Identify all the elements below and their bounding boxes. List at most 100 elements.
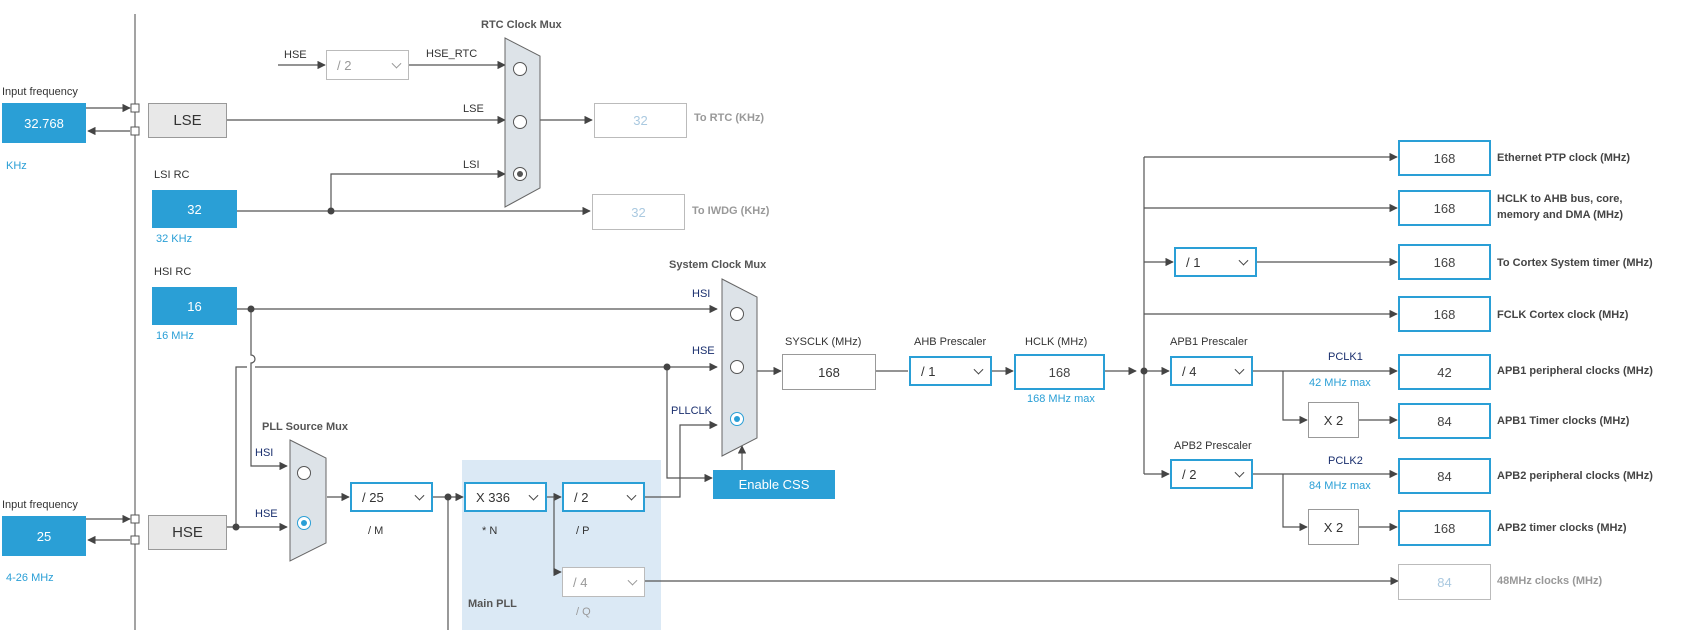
apb1-prescaler-value: / 4 bbox=[1182, 363, 1197, 379]
to-rtc-value: 32 bbox=[594, 103, 687, 138]
chevron-down-icon bbox=[626, 490, 637, 501]
rtc-mux-hse-radio[interactable] bbox=[513, 62, 527, 76]
usb-48mhz-label: 48MHz clocks (MHz) bbox=[1497, 575, 1603, 587]
lsi-rc-label: LSI RC bbox=[154, 169, 190, 181]
pll-source-hse-radio[interactable] bbox=[297, 516, 311, 530]
chevron-down-icon bbox=[414, 490, 425, 501]
enable-css-button[interactable]: Enable CSS bbox=[713, 470, 835, 499]
hsi-rc-field[interactable]: 16 bbox=[152, 287, 237, 325]
lse-unit: KHz bbox=[6, 160, 27, 172]
chevron-down-icon bbox=[528, 490, 539, 501]
pll-p-divider-select[interactable]: / 2 bbox=[562, 482, 645, 512]
pll-q-divider-select[interactable]: / 4 bbox=[562, 567, 645, 597]
hsi-rc-note: 16 MHz bbox=[156, 330, 194, 342]
pclk1-label: PCLK1 bbox=[1328, 351, 1363, 363]
sysmux-hsi-radio[interactable] bbox=[730, 307, 744, 321]
chevron-down-icon bbox=[1234, 467, 1245, 478]
hclk-field[interactable]: 168 bbox=[1014, 354, 1105, 390]
cortex-timer-divider-select[interactable]: / 1 bbox=[1174, 247, 1257, 277]
chevron-down-icon bbox=[973, 364, 984, 375]
apb2-prescaler-label: APB2 Prescaler bbox=[1174, 440, 1252, 452]
pclk1-max: 42 MHz max bbox=[1309, 377, 1371, 389]
lsi-rc-note: 32 KHz bbox=[156, 233, 193, 245]
apb1-timer-field[interactable]: 84 bbox=[1398, 403, 1491, 439]
hclk-ahb-label-line1: HCLK to AHB bus, core, bbox=[1497, 193, 1623, 205]
lse-input-field[interactable]: 32.768 bbox=[2, 103, 86, 143]
apb2-prescaler-value: / 2 bbox=[1182, 466, 1197, 482]
apb2-timer-multiplier: X 2 bbox=[1308, 509, 1359, 545]
pll-source-mux-shape bbox=[289, 439, 327, 562]
cortex-system-timer-label: To Cortex System timer (MHz) bbox=[1497, 257, 1653, 269]
pll-p-value: / 2 bbox=[574, 489, 589, 505]
fclk-cortex-label: FCLK Cortex clock (MHz) bbox=[1497, 309, 1629, 321]
rtc-hse-input-label: HSE bbox=[284, 49, 307, 61]
hclk-max: 168 MHz max bbox=[1027, 393, 1095, 405]
pll-q-label: / Q bbox=[576, 606, 591, 618]
hsi-rc-label: HSI RC bbox=[154, 266, 192, 278]
cortex-timer-divider-value: / 1 bbox=[1186, 254, 1201, 270]
sysmux-hsi-label: HSI bbox=[692, 288, 711, 300]
pll-source-hsi-radio[interactable] bbox=[297, 466, 311, 480]
hclk-ahb-label-line2: memory and DMA (MHz) bbox=[1497, 209, 1624, 221]
apb1-peripheral-field[interactable]: 42 bbox=[1398, 354, 1491, 390]
system-clock-mux-title: System Clock Mux bbox=[669, 259, 767, 271]
apb1-prescaler-select[interactable]: / 4 bbox=[1170, 356, 1253, 386]
rtc-lsi-label: LSI bbox=[463, 159, 480, 171]
hse-input-field[interactable]: 25 bbox=[2, 516, 86, 556]
ahb-prescaler-value: / 1 bbox=[921, 363, 936, 379]
chevron-down-icon bbox=[1234, 364, 1245, 375]
pll-m-label: / M bbox=[368, 525, 384, 537]
pll-source-mux-title: PLL Source Mux bbox=[262, 421, 348, 433]
sysclk-label: SYSCLK (MHz) bbox=[785, 336, 862, 348]
pll-hse-label: HSE bbox=[255, 508, 278, 520]
rtc-mux-title: RTC Clock Mux bbox=[481, 19, 562, 31]
fclk-cortex-field[interactable]: 168 bbox=[1398, 296, 1491, 332]
apb1-peripheral-label: APB1 peripheral clocks (MHz) bbox=[1497, 365, 1653, 377]
ahb-prescaler-label: AHB Prescaler bbox=[914, 336, 987, 348]
pll-n-label: * N bbox=[482, 525, 498, 537]
ethernet-ptp-clock-field[interactable]: 168 bbox=[1398, 140, 1491, 176]
main-pll-title: Main PLL bbox=[468, 598, 517, 610]
rtc-mux-lse-radio[interactable] bbox=[513, 115, 527, 129]
pll-q-value: / 4 bbox=[573, 574, 588, 590]
hse-input-label: Input frequency bbox=[2, 499, 78, 511]
sysmux-hse-label: HSE bbox=[692, 345, 715, 357]
sysclk-value: 168 bbox=[782, 354, 876, 390]
pll-hsi-label: HSI bbox=[255, 447, 274, 459]
sysmux-pllclk-radio[interactable] bbox=[730, 412, 744, 426]
pll-n-multiplier-select[interactable]: X 336 bbox=[464, 482, 547, 512]
lsi-rc-field[interactable]: 32 bbox=[152, 190, 237, 228]
apb2-prescaler-select[interactable]: / 2 bbox=[1170, 459, 1253, 489]
lse-input-label: Input frequency bbox=[2, 86, 78, 98]
apb2-peripheral-field[interactable]: 84 bbox=[1398, 458, 1491, 494]
apb2-peripheral-label: APB2 peripheral clocks (MHz) bbox=[1497, 470, 1653, 482]
pclk2-max: 84 MHz max bbox=[1309, 480, 1371, 492]
sysmux-hse-radio[interactable] bbox=[730, 360, 744, 374]
chevron-down-icon bbox=[1238, 255, 1249, 266]
ahb-prescaler-select[interactable]: / 1 bbox=[909, 356, 992, 386]
pll-p-label: / P bbox=[576, 525, 590, 537]
rtc-mux-lsi-radio[interactable] bbox=[513, 167, 527, 181]
rtc-hse-divider-select[interactable]: / 2 bbox=[326, 50, 409, 80]
to-iwdg-label: To IWDG (KHz) bbox=[692, 205, 770, 217]
apb1-timer-label: APB1 Timer clocks (MHz) bbox=[1497, 415, 1630, 427]
hse-range: 4-26 MHz bbox=[6, 572, 54, 584]
hclk-ahb-label: HCLK to AHB bus, core, memory and DMA (M… bbox=[1497, 192, 1623, 222]
pll-m-value: / 25 bbox=[362, 489, 384, 505]
to-iwdg-value: 32 bbox=[592, 194, 685, 230]
lse-box: LSE bbox=[148, 103, 227, 138]
pll-m-divider-select[interactable]: / 25 bbox=[350, 482, 433, 512]
sysmux-pllclk-label: PLLCLK bbox=[671, 405, 712, 417]
chevron-down-icon bbox=[391, 58, 402, 69]
apb1-timer-multiplier: X 2 bbox=[1308, 402, 1359, 438]
to-rtc-label: To RTC (KHz) bbox=[694, 112, 765, 124]
hclk-ahb-field[interactable]: 168 bbox=[1398, 190, 1491, 226]
pll-n-value: X 336 bbox=[476, 489, 510, 505]
ethernet-ptp-clock-label: Ethernet PTP clock (MHz) bbox=[1497, 152, 1631, 164]
cortex-system-timer-field[interactable]: 168 bbox=[1398, 244, 1491, 280]
apb2-timer-field[interactable]: 168 bbox=[1398, 510, 1491, 546]
chevron-down-icon bbox=[627, 575, 638, 586]
pclk2-label: PCLK2 bbox=[1328, 455, 1363, 467]
apb1-prescaler-label: APB1 Prescaler bbox=[1170, 336, 1248, 348]
hclk-label: HCLK (MHz) bbox=[1025, 336, 1088, 348]
